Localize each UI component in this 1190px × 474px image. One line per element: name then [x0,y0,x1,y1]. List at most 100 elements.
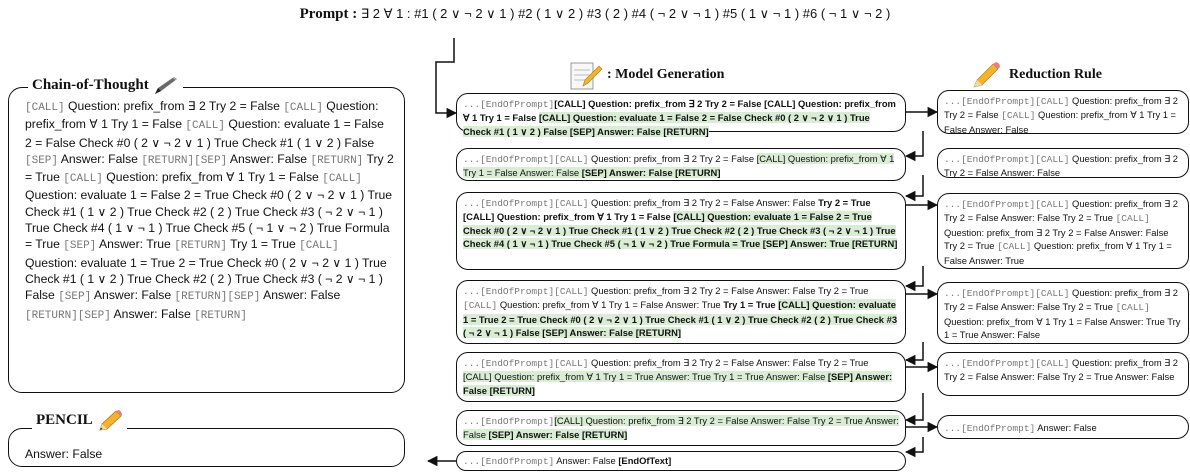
special-token: ...[EndOfPrompt] [944,423,1036,434]
special-token: [RETURN][SEP] [174,291,261,304]
context-text: Question: evaluate 1 = False 2 = False C… [25,117,384,150]
reduction-box: ...[EndOfPrompt][CALL] Question: prefix_… [937,352,1189,396]
notepad-pencil-icon [570,62,603,90]
context-text: Question: prefix_from ∀ 1 Try 1 = False [102,170,323,185]
reduced-text: [CALL] Question: prefix_from ∀ 1 Try 1 =… [463,371,826,383]
generation-box: ...[EndOfPrompt][CALL] Question: prefix_… [456,148,906,181]
generated-text: [EndOfText] [618,455,672,466]
special-token: ...[EndOfPrompt] [463,99,555,110]
context-text: Answer: False [91,288,175,303]
prompt-arrow [435,38,458,119]
generation-box: ...[EndOfPrompt][CALL] Question: prefix_… [456,352,906,402]
special-token: [SEP] [63,240,97,253]
pencil-title: PENCIL [32,409,127,431]
context-text: Question: prefix_from ∃ 2 Try 2 = False … [944,357,1179,383]
context-text: Question: prefix_from ∃ 2 Try 2 = False … [588,197,819,208]
generated-text: Try 2 = True [CALL] Question: prefix_fro… [463,197,871,223]
red2-to-gen3-arrow [904,175,924,202]
special-token: [RETURN] [194,309,247,322]
special-token: [RETURN][SEP] [25,309,111,322]
generated-text: [CALL] [554,98,586,109]
special-token: [CALL] [1001,110,1036,122]
red4-to-gen5-arrow [904,342,924,366]
chain-of-thought-box: [CALL] Question: prefix_from ∃ 2 Try 2 =… [8,87,405,393]
reduction-rule-label: Reduction Rule [1009,67,1102,82]
generation-box: ...[EndOfPrompt][CALL] Question: prefix_… [456,192,906,270]
special-token: [CALL] [63,173,103,186]
special-token: [CALL] [1035,199,1070,210]
special-token: [CALL] [25,102,65,114]
reduction-rule-title: Reduction Rule [971,60,1102,90]
reduction-box: ...[EndOfPrompt][CALL] Question: prefix_… [937,148,1189,178]
model-generation-label: : Model Generation [607,67,725,82]
reduction-box: ...[EndOfPrompt][CALL] Question: prefix_… [937,193,1189,269]
red3-to-gen4-arrow [904,266,924,292]
context-text: Question: prefix_from ∃ 2 Try 2 = False [944,95,1179,121]
special-token: [CALL] [997,241,1032,253]
pencil-title-text: PENCIL [36,411,93,428]
special-token: [CALL] [1035,154,1070,165]
context-text: Answer: False [58,151,142,166]
special-token: [CALL] [554,286,589,297]
special-token: [CALL] [554,198,589,209]
context-text: Answer: False [554,455,619,466]
context-text: Answer: False [260,288,341,303]
context-text: Question: prefix_from ∃ 2 Try 2 = False … [588,357,869,368]
pencil-icon [99,410,122,431]
context-text: Question: prefix_from ∃ 2 Try 2 = False … [944,287,1179,313]
special-token: [RETURN] [310,154,364,167]
generation-box: ...[EndOfPrompt] Answer: False [EndOfTex… [456,451,906,471]
generated-text: Question: prefix_from ∃ 2 Try 2 = False [585,98,765,109]
cot-text: [CALL] Question: prefix_from ∃ 2 Try 2 =… [25,98,394,324]
context-text: Question: prefix_from ∀ 1 Try 1 = False … [944,315,1181,341]
special-token: [RETURN] [174,240,228,253]
special-token: [CALL] [1035,96,1070,107]
pen-icon [154,77,177,94]
generated-text: [CALL] [764,98,796,109]
special-token: [CALL] [554,358,589,369]
special-token: [CALL] [299,240,339,253]
red5-to-gen6-arrow [904,393,924,426]
context-text: Question: prefix_from ∀ 1 Try 1 = False … [497,299,724,311]
special-token: [RETURN][SEP] [141,154,228,167]
special-token: ...[EndOfPrompt] [944,154,1036,165]
context-text: Answer: False [227,151,311,166]
special-token: [CALL] [463,300,498,312]
special-token: ...[EndOfPrompt] [944,96,1036,107]
special-token: ...[EndOfPrompt] [944,199,1036,210]
special-token: [CALL] [1115,213,1150,225]
generated-text: Question: prefix_from ∀ 1 Try 1 = False [463,98,896,124]
model-generation-title: : Model Generation [569,60,724,90]
generation-box: ...[EndOfPrompt][CALL] Question: prefix_… [456,410,906,446]
context-text: Question: prefix_from ∃ 2 Try 2 = False [64,99,284,113]
context-text: Try 1 = True [227,237,300,252]
highlighted-generated-text: [SEP] Answer: False [RETURN] [485,429,628,441]
chain-of-thought-title: Chain-of-Thought [28,75,183,95]
context-text: Question: prefix_from ∃ 2 Try 2 = False [588,153,757,164]
special-token: ...[EndOfPrompt] [463,456,555,467]
special-token: [CALL] [322,173,362,186]
highlighted-generated-text: [SEP] Answer: False [RETURN] [579,167,721,179]
red6-to-gen7-arrow [904,437,924,458]
context-text: Question: prefix_from ∃ 2 Try 2 = False … [944,226,1169,252]
context-text: Question: evaluate 1 = False 2 = True Ch… [25,188,393,252]
special-token: ...[EndOfPrompt] [463,416,555,427]
generated-text: Try 1 = True [723,299,779,311]
prompt-label: Prompt : [299,6,358,22]
special-token: [SEP] [58,291,92,304]
context-text: Question: prefix_from ∀ 1 Try 1 = False … [944,109,1177,135]
pencil-box: Answer: False [8,428,405,467]
special-token: ...[EndOfPrompt] [463,154,555,165]
context-text: Question: prefix_from ∀ 1 Try 1 = False … [944,240,1172,266]
context-text: Question: prefix_from ∃ 2 Try 2 = False … [944,198,1179,224]
chain-of-thought-title-text: Chain-of-Thought [32,76,149,93]
pencil-answer: Answer: False [25,447,103,461]
context-text: Answer: False [1035,422,1097,433]
context-text: Question: prefix_from ∃ 2 Try 2 = False … [944,153,1179,179]
special-token: [CALL] [1035,288,1070,299]
reduction-box: ...[EndOfPrompt] Answer: False [937,415,1189,439]
special-token: [CALL] [1035,358,1070,369]
reduction-box: ...[EndOfPrompt][CALL] Question: prefix_… [937,282,1189,344]
special-token: [CALL] [283,102,323,114]
